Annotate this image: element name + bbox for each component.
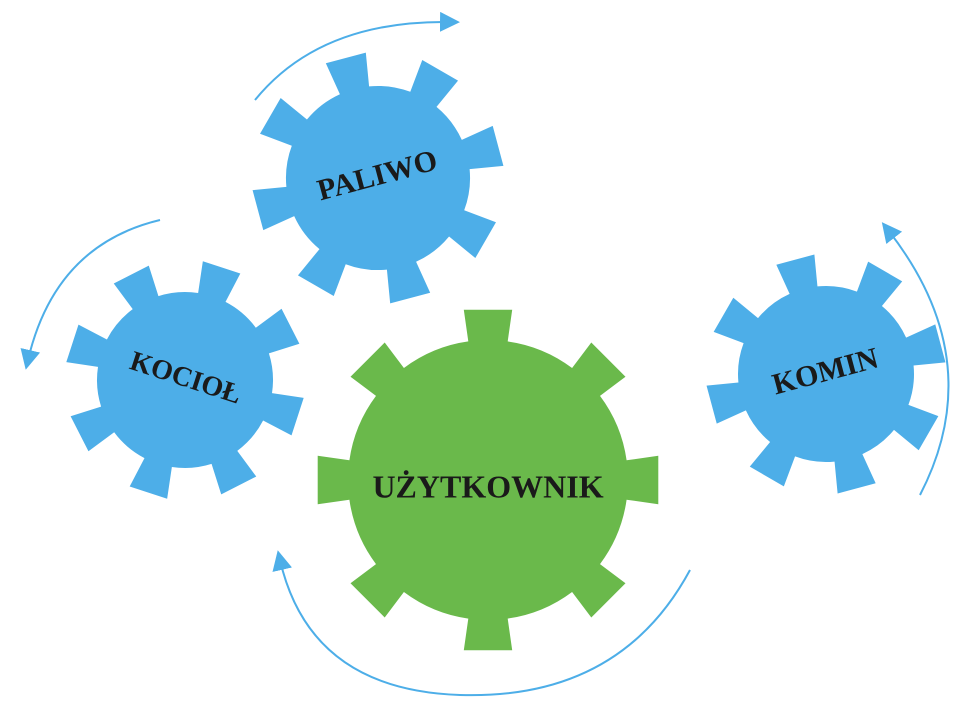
gear-paliwo: PALIWO xyxy=(252,52,504,304)
gear-uzytkownik: UŻYTKOWNIK xyxy=(317,309,659,651)
gear-kociol-shape xyxy=(66,261,304,499)
gear-paliwo-shape xyxy=(252,52,504,304)
arrow-left xyxy=(20,219,161,370)
arrow-bottom xyxy=(272,550,691,697)
gear-uzytkownik-shape xyxy=(317,309,659,651)
gear-uzytkownik-label: UŻYTKOWNIK xyxy=(372,468,603,504)
gear-kociol: KOCIOŁ xyxy=(66,261,304,499)
gear-komin: KOMIN xyxy=(706,254,946,494)
arrow-right xyxy=(881,222,950,496)
arrow-top xyxy=(254,11,460,101)
gear-komin-shape xyxy=(706,254,946,494)
